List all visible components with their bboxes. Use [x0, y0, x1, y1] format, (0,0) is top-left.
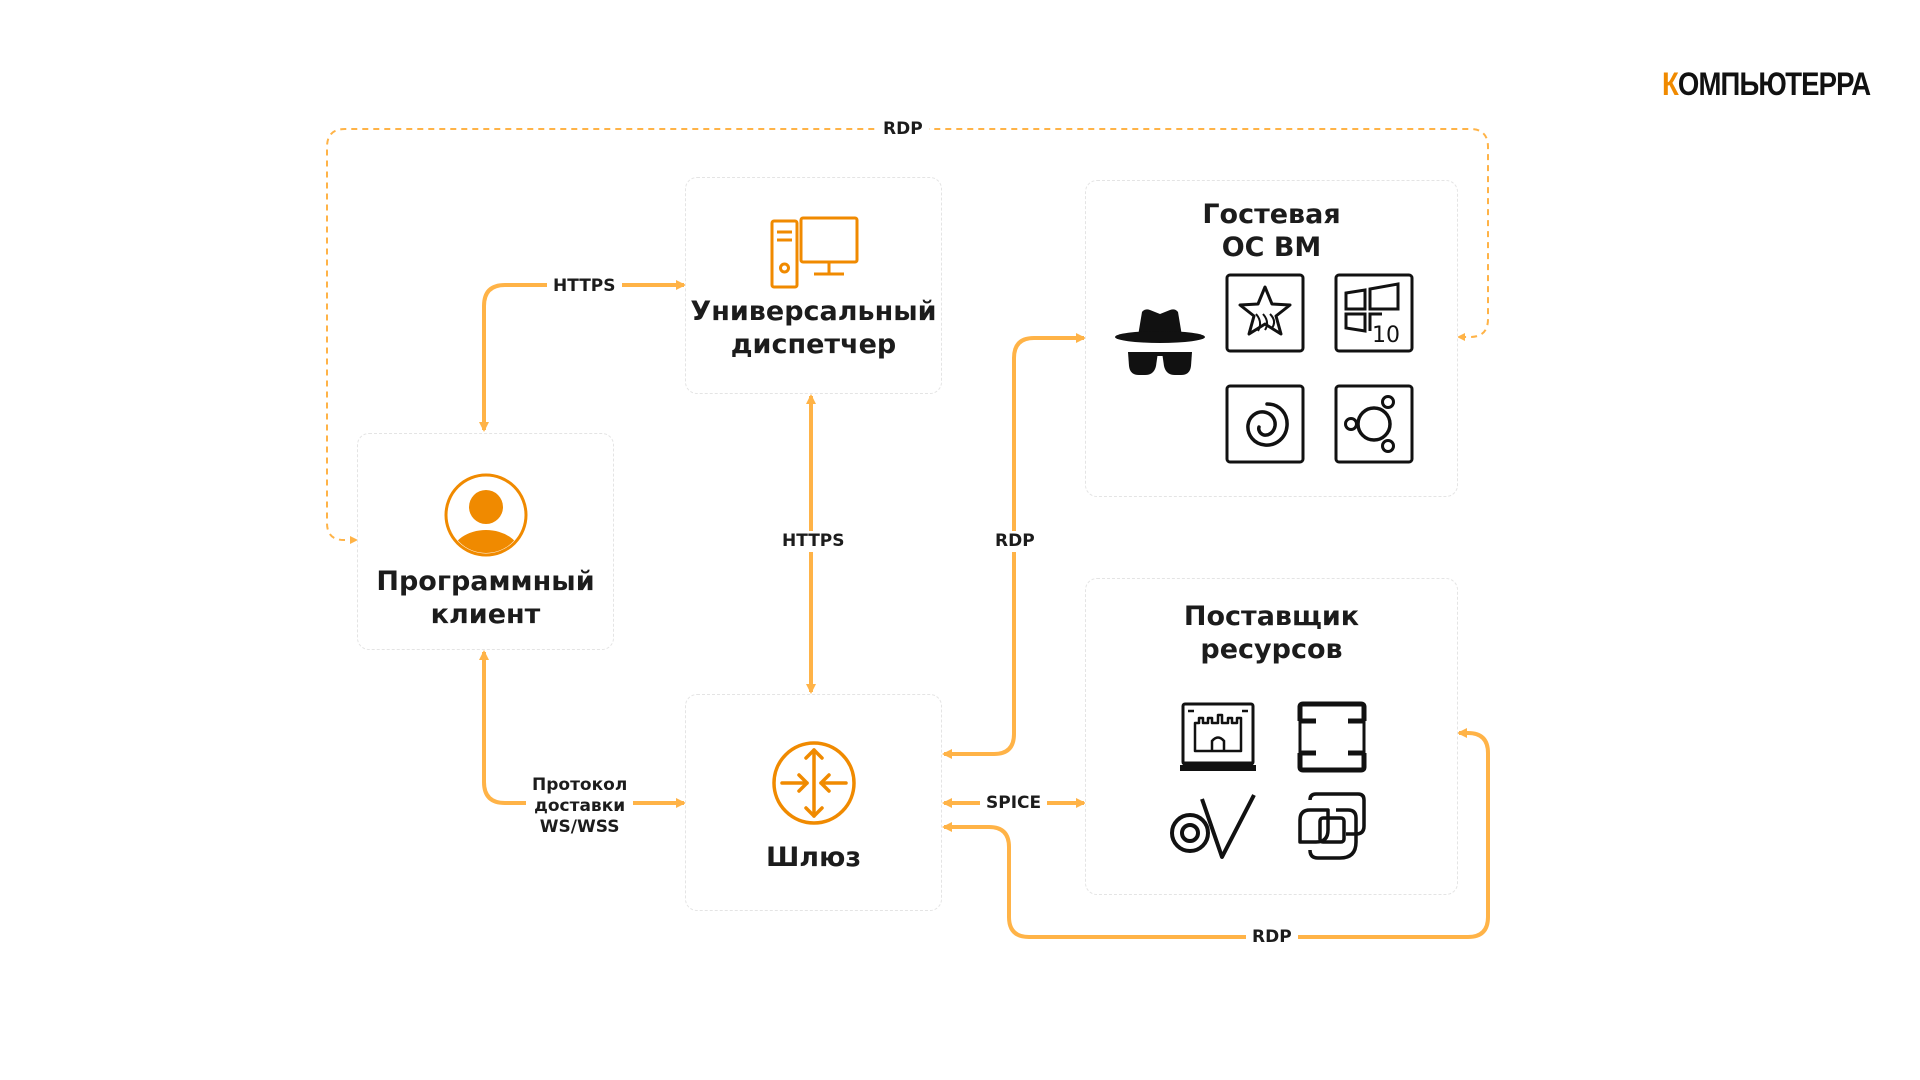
label-ws-client-gateway: Протокол доставки WS/WSS: [526, 775, 634, 838]
label-https-client-dispatcher: HTTPS: [547, 276, 622, 297]
vmware-icon: [1298, 792, 1366, 860]
dispatcher-title: Универсальный диспетчер: [690, 296, 937, 360]
label-rdp-bottom: RDP: [1246, 927, 1298, 948]
ovirt-icon: [1170, 794, 1256, 859]
castle-server-icon: [1180, 702, 1256, 771]
gateway-title: Шлюз: [765, 842, 862, 873]
logo-first-letter: К: [1662, 66, 1679, 102]
node-guest-os: Гостевая ОС ВМ 10: [1085, 180, 1458, 497]
bracket-server-icon: [1297, 701, 1367, 773]
ubuntu-icon: [1334, 384, 1414, 464]
computer-icon: [770, 216, 859, 289]
node-provider: Поставщик ресурсов: [1085, 578, 1458, 895]
spy-icon: [1115, 309, 1205, 375]
astra-linux-icon: [1225, 273, 1305, 353]
node-client: Программный клиент: [357, 433, 614, 650]
logo: КОМПЬЮТЕРРА: [1662, 66, 1871, 103]
label-rdp-gateway-guest: RDP: [989, 531, 1041, 552]
debian-icon: [1225, 384, 1305, 464]
windows-10-icon: 10: [1334, 273, 1414, 353]
label-https-dispatcher-gateway: HTTPS: [776, 531, 851, 552]
connector-https-client-dispatcher: [479, 280, 686, 432]
user-icon: [444, 473, 528, 557]
guest-os-title: Гостевая ОС ВМ: [1202, 199, 1341, 263]
connector-ws-client-gateway: [479, 650, 686, 808]
windows-version-text: 10: [1372, 323, 1400, 348]
provider-title: Поставщик ресурсов: [1183, 601, 1360, 665]
logo-text: ОМПЬЮТЕРРА: [1677, 66, 1871, 102]
router-icon: [772, 741, 856, 825]
client-title: Программный клиент: [376, 566, 595, 630]
node-gateway: Шлюз: [685, 694, 942, 911]
label-spice: SPICE: [980, 793, 1048, 814]
node-dispatcher: Универсальный диспетчер: [685, 177, 942, 394]
label-rdp-top: RDP: [877, 119, 929, 140]
